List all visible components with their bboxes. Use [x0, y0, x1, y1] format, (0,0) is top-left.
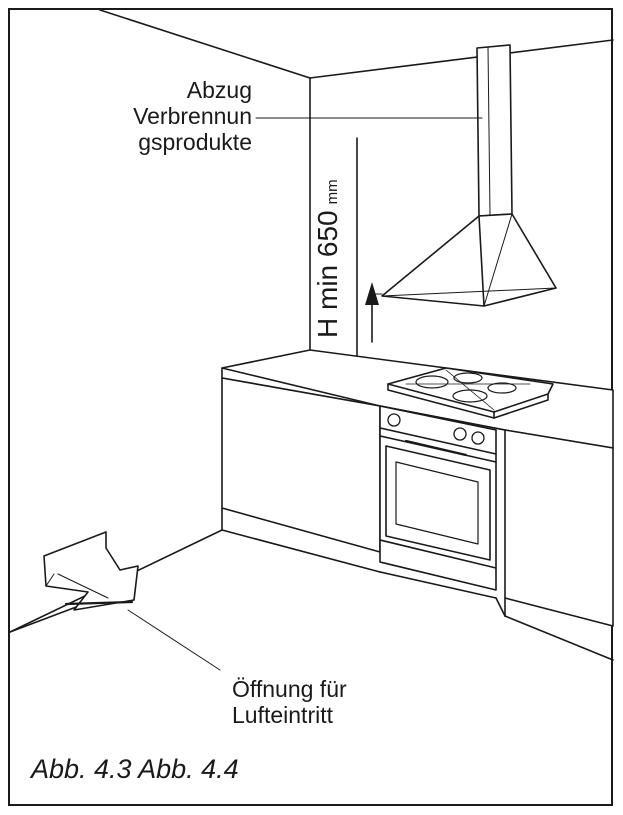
opening-label: Öffnung für Lufteintritt	[232, 676, 347, 728]
opening-label-line2: Lufteintritt	[232, 702, 333, 728]
hob	[387, 367, 554, 419]
air-inlet-arrow	[43, 531, 139, 611]
exhaust-label-line3: gsprodukte	[138, 129, 252, 155]
height-label: H min 650 mm	[312, 179, 344, 338]
exhaust-label: Abzug Verbrennun gsprodukte	[96, 77, 252, 155]
opening-label-line1: Öffnung für	[232, 676, 347, 702]
extractor-hood	[381, 44, 557, 307]
figure-caption: Abb. 4.3 Abb. 4.4	[31, 754, 239, 784]
height-label-text: H min 650	[312, 210, 343, 338]
height-dimension-arrow	[350, 137, 383, 384]
oven	[379, 405, 497, 591]
opening-leader-line	[127, 609, 221, 671]
base-cabinets	[221, 377, 614, 661]
height-label-unit: mm	[324, 179, 341, 205]
exhaust-label-line2: Verbrennun	[133, 103, 252, 129]
exhaust-label-line1: Abzug	[186, 77, 252, 103]
